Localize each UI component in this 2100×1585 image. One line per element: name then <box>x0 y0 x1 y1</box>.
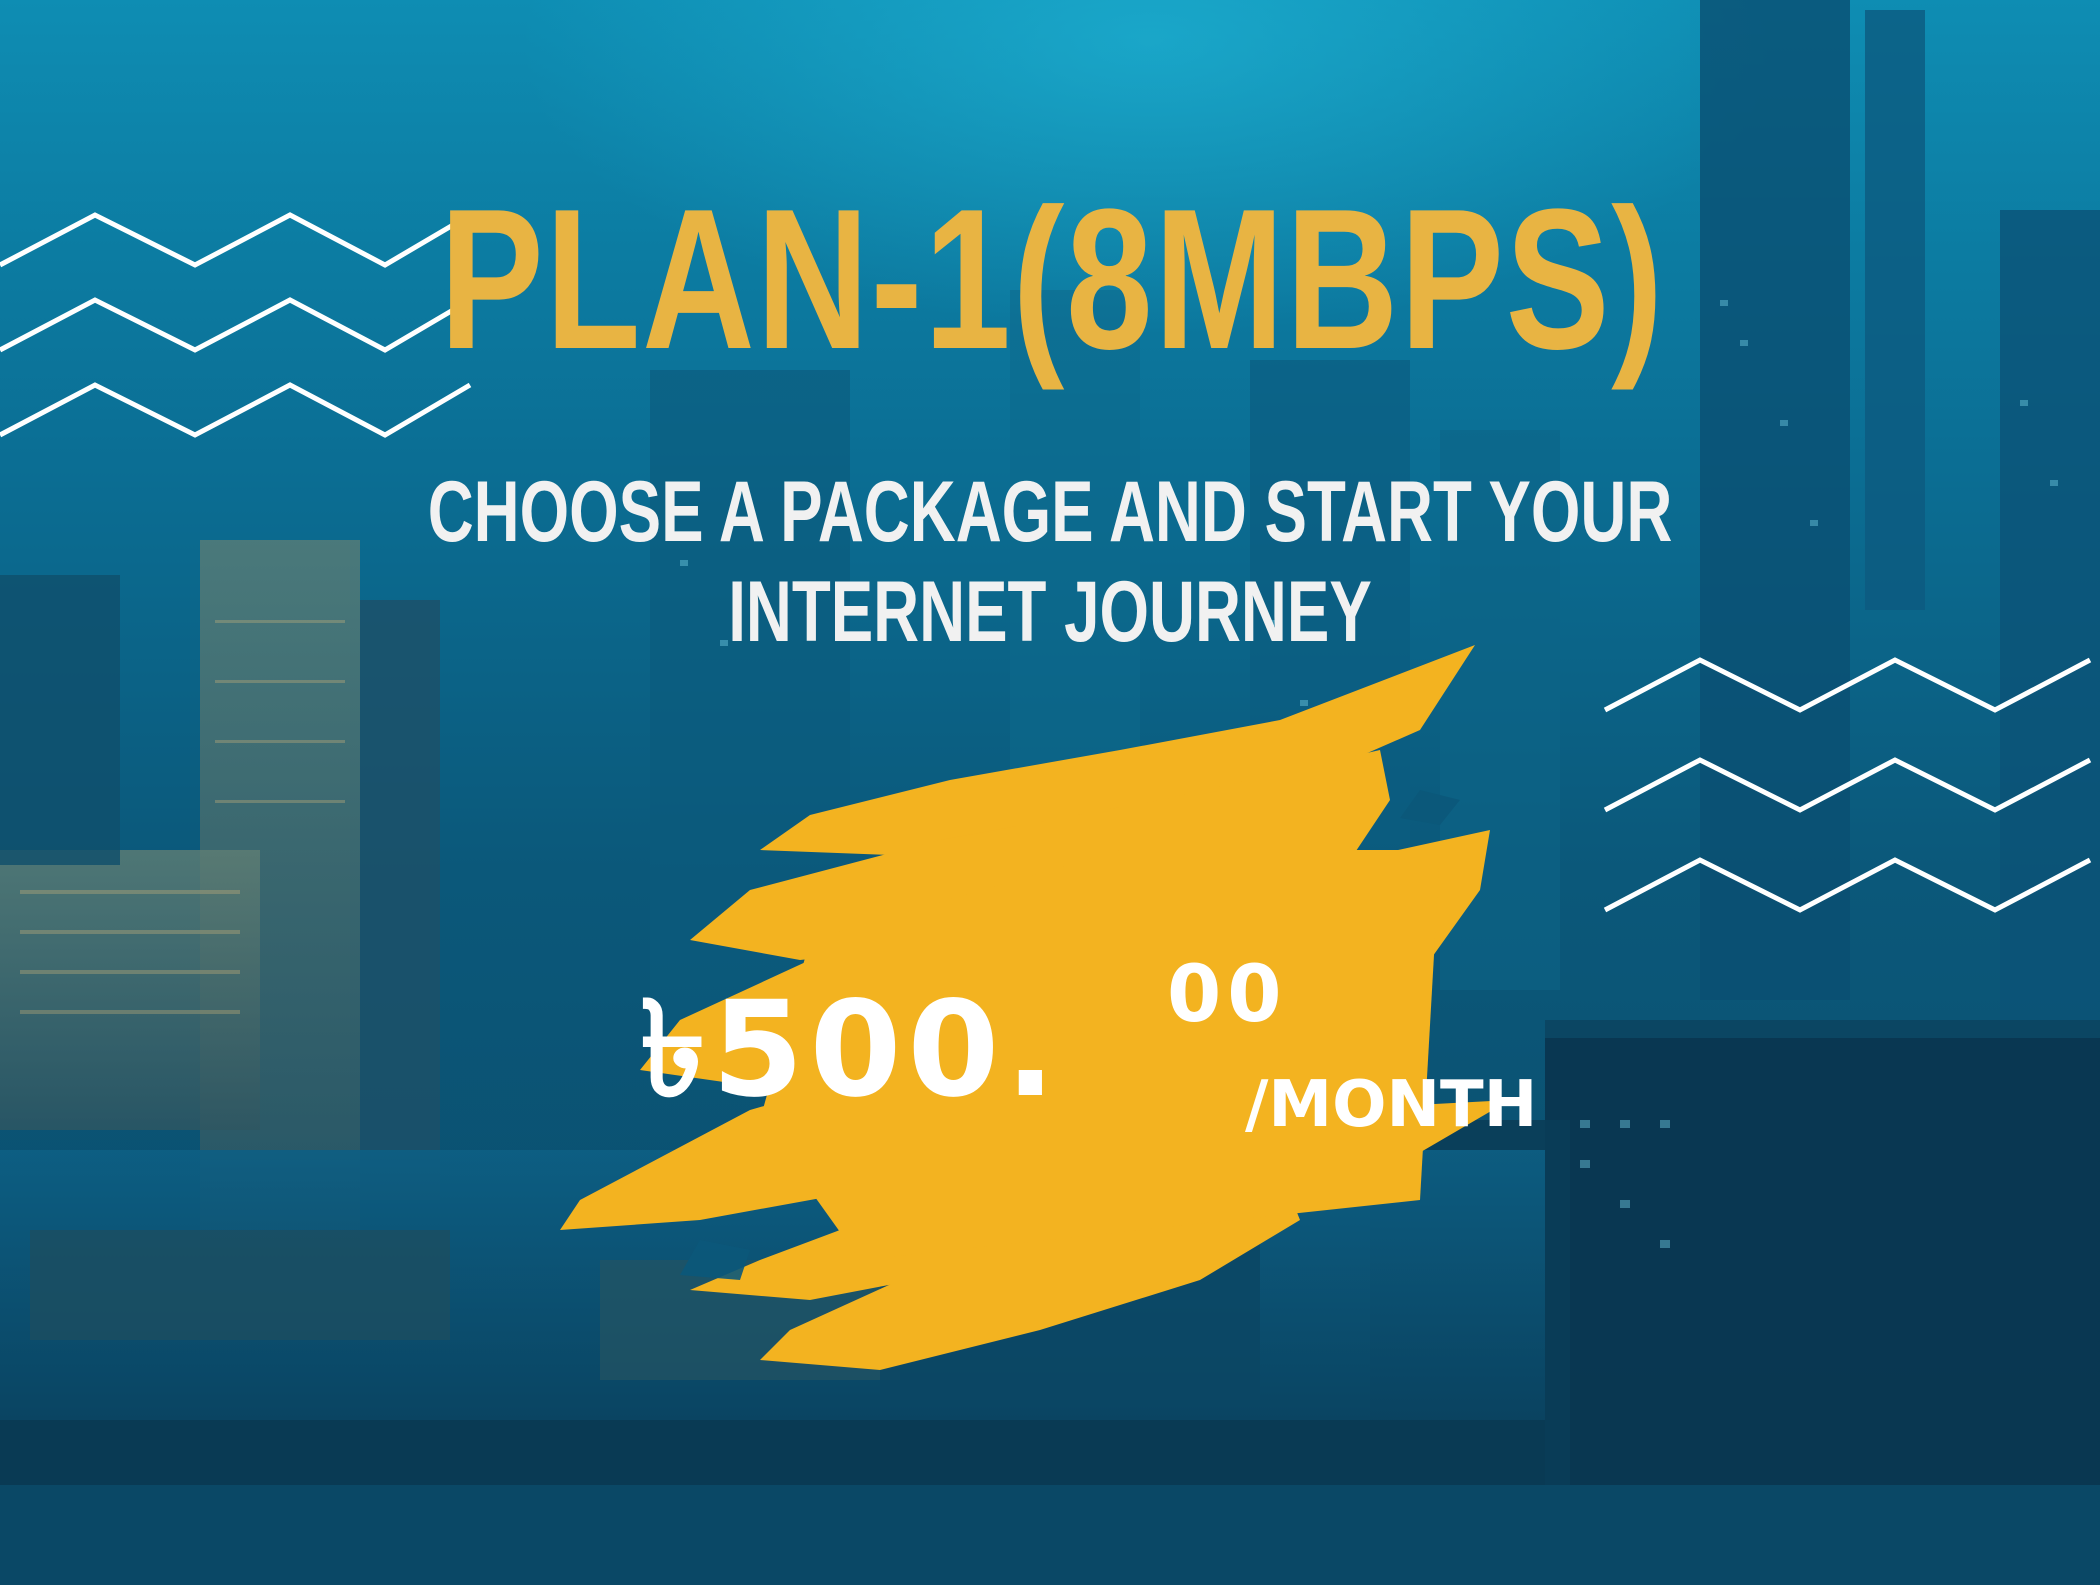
zigzag-lines-right-icon <box>1603 657 2092 913</box>
price-cents: 00 <box>1167 950 1288 1040</box>
price-amount: ৳500. <box>640 973 1062 1127</box>
plan-subtitle: CHOOSE A PACKAGE AND START YOUR INTERNET… <box>427 464 1673 660</box>
zigzag-lines-left-icon <box>0 212 472 438</box>
plan-title: PLAN-1(8MBPS) <box>439 168 1665 391</box>
price-period: /MONTH <box>1245 1068 1538 1142</box>
brush-stroke-icon <box>560 645 1510 1370</box>
bottom-band <box>0 1485 2100 1585</box>
